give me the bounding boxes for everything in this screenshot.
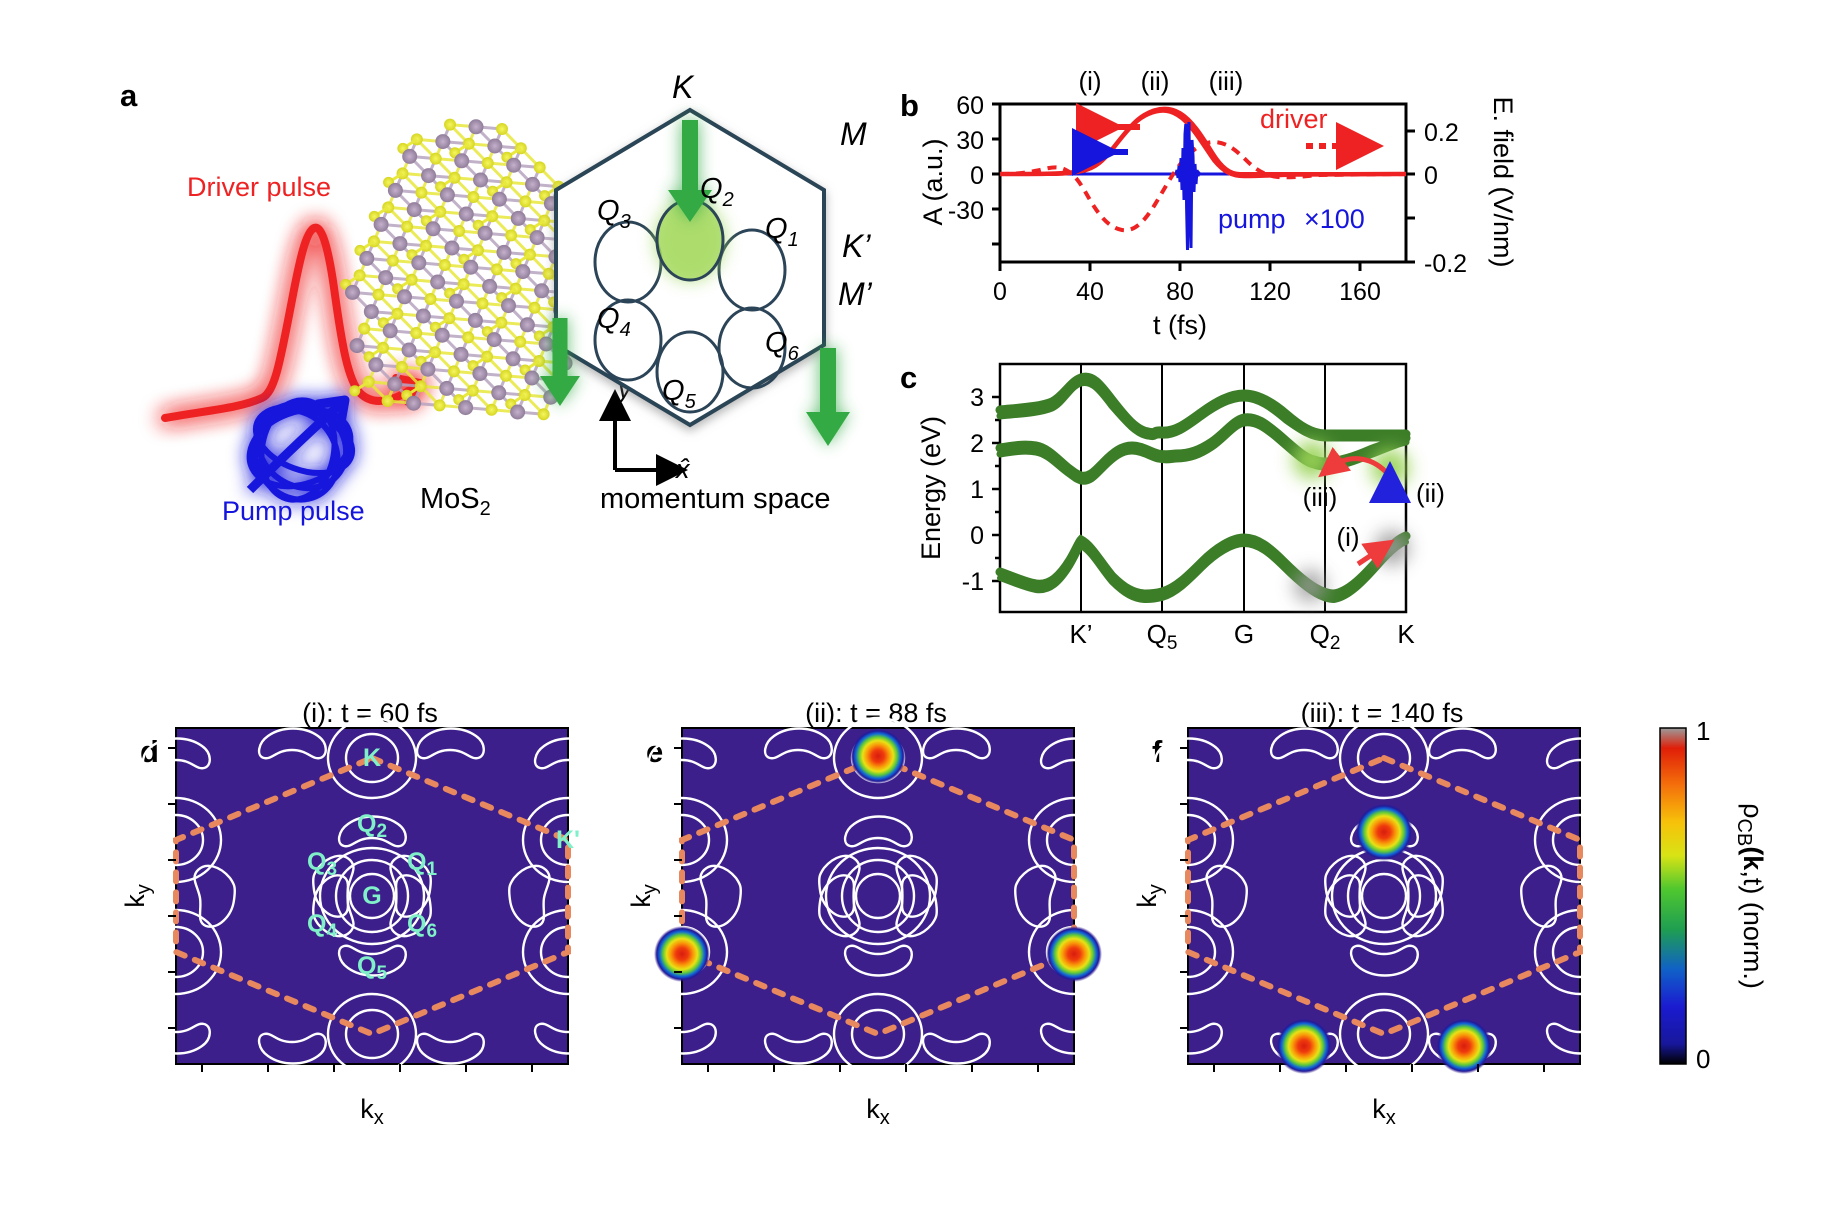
panel-b-ytick-m30: -30 xyxy=(948,197,984,225)
bz-label-K: K xyxy=(672,69,695,105)
panel-c-annot-ii: (ii) xyxy=(1416,478,1445,508)
colorbar-axis-label: ρCB(k,t) (norm.) xyxy=(1733,803,1768,989)
colorbar: 1 0 ρCB(k,t) (norm.) xyxy=(1652,716,1838,1148)
pump-pulse-label: Pump pulse xyxy=(222,496,365,526)
panel-b-ytick-30: 30 xyxy=(956,127,984,155)
panel-c-xtick-G: G xyxy=(1234,619,1254,649)
colorbar-min-label: 0 xyxy=(1696,1044,1710,1074)
panel-b-legend-pump: pump xyxy=(1218,204,1286,234)
panel-d-letter: d xyxy=(140,734,159,769)
panel-a: a xyxy=(0,0,900,600)
panel-a-letter: a xyxy=(120,78,138,113)
driver-pulse-label: Driver pulse xyxy=(187,172,331,202)
bz-label-Kp: K’ xyxy=(842,228,871,264)
panel-c-xtick-Kp: K’ xyxy=(1069,619,1092,649)
panel-c-letter: c xyxy=(900,360,918,395)
panel-e-title: (ii): t = 88 fs xyxy=(805,698,947,728)
panel-c-xtick-Q5: Q5 xyxy=(1147,619,1178,654)
blob-q2-gray xyxy=(1294,570,1326,602)
panel-e-map: ky kx xyxy=(626,716,1121,1129)
bz-label-M: M xyxy=(840,116,867,152)
bottom-panels: d (i): t = 60 fs xyxy=(0,698,1838,1210)
panel-b: b 60 30 0 -30 0.2 0 -0.2 xyxy=(900,60,1838,340)
panel-b-ylabel-left: A (a.u.) xyxy=(918,138,948,225)
colorbar-gradient xyxy=(1659,727,1687,1065)
panel-b-xtick-80: 80 xyxy=(1166,278,1194,306)
panel-b-pump-burst xyxy=(1174,121,1206,251)
panel-f-xlabel: kx xyxy=(1372,1094,1396,1129)
panel-b-ytick-r-0: 0 xyxy=(1424,162,1438,190)
panel-c-plot: 3 2 1 0 -1 Energy (eV) K’ Q5 G Q2 K xyxy=(916,362,1445,654)
panel-b-stage-i: (i) xyxy=(1078,66,1101,96)
panel-b-xtick-0: 0 xyxy=(993,278,1007,306)
pump-pulse-spiral xyxy=(246,395,356,503)
panel-c-annot-iii: (iii) xyxy=(1303,482,1338,512)
colorbar-max-label: 1 xyxy=(1696,716,1710,746)
blob-q2-green xyxy=(1293,441,1331,479)
bz-label-Mp: M’ xyxy=(838,276,873,312)
valley-q1 xyxy=(717,228,787,312)
panel-c-ytick-m1: -1 xyxy=(962,568,984,596)
panel-d: d (i): t = 60 fs xyxy=(120,698,610,1210)
valley-q2-excited xyxy=(654,198,726,282)
panel-c-ytick-0: 0 xyxy=(970,522,984,550)
panel-d-label-K: K xyxy=(363,744,381,772)
panel-e-xlabel: kx xyxy=(866,1094,890,1129)
panel-e-ylabel: ky xyxy=(626,884,661,908)
panel-b-xtick-120: 120 xyxy=(1249,278,1291,306)
panel-e-letter: e xyxy=(646,734,664,769)
panel-c-xtick-K: K xyxy=(1397,619,1415,649)
panel-b-stage-ii: (ii) xyxy=(1141,66,1170,96)
green-arrows xyxy=(540,120,850,446)
panel-b-ytick-r-02: 0.2 xyxy=(1424,119,1459,147)
svg-text:x̂: x̂ xyxy=(674,454,691,484)
panel-b-ytick-r-m02: -0.2 xyxy=(1424,250,1467,278)
momentum-space-label: momentum space xyxy=(600,483,831,515)
panel-e: e (ii): t = 88 fs xyxy=(626,698,1121,1210)
panel-f-title: (iii): t = 140 fs xyxy=(1300,698,1464,728)
panel-c-bands xyxy=(995,372,1411,604)
panel-f: f (iii): t = 140 fs xyxy=(1132,698,1627,1210)
panel-b-xlabel: t (fs) xyxy=(1153,310,1207,340)
panel-b-plot: 60 30 0 -30 0.2 0 -0.2 0 40 80 120 160 (… xyxy=(918,66,1518,340)
panel-b-frame xyxy=(998,102,1408,264)
panel-d-map: K K' G Q2 Q3 Q1 Q4 Q6 Q5 ky kx xyxy=(120,728,610,1129)
axis-hat-indicator: ŷ x̂ xyxy=(599,374,691,486)
panel-f-map: ky kx xyxy=(1132,716,1627,1129)
valley-pockets xyxy=(593,220,787,414)
panel-b-legend-driver: driver xyxy=(1260,104,1328,134)
panel-b-driver-dashed xyxy=(999,139,1407,233)
material-label: MoS2 xyxy=(420,483,491,520)
panel-a-graphics: Driver pulse Pump pulse MoS2 momentum sp… xyxy=(161,69,873,526)
panel-c-ytick-1: 1 xyxy=(970,476,984,504)
panel-c-ylabel: Energy (eV) xyxy=(916,416,946,560)
panel-b-ylabel-right: E. field (V/nm) xyxy=(1488,96,1518,267)
panel-d-label-Kp: K' xyxy=(556,826,580,854)
panel-d-title: (i): t = 60 fs xyxy=(302,698,438,728)
panel-d-label-G: G xyxy=(362,882,381,910)
panel-c-symmetry-lines xyxy=(1080,364,1326,612)
panel-b-legend-pump-scale: ×100 xyxy=(1304,204,1365,234)
panel-c-ytick-3: 3 xyxy=(970,384,984,412)
panel-d-xlabel: kx xyxy=(360,1094,384,1129)
panel-d-ylabel: ky xyxy=(120,884,155,908)
panel-c-xtick-Q2: Q2 xyxy=(1310,619,1341,654)
panel-f-hotspots xyxy=(1276,803,1492,1074)
valley-q6 xyxy=(717,306,787,390)
panel-b-ytick-0: 0 xyxy=(970,162,984,190)
panel-c-arrow-i xyxy=(1356,539,1395,569)
panel-c-annot-i: (i) xyxy=(1336,522,1359,552)
panel-b-xtick-40: 40 xyxy=(1076,278,1104,306)
panel-c: c xyxy=(900,350,1838,654)
panel-c-ytick-2: 2 xyxy=(970,430,984,458)
blob-k-green xyxy=(1371,449,1409,487)
panel-e-hotspots xyxy=(654,728,1102,982)
valley-q4 xyxy=(593,298,663,382)
panel-b-ytick-60: 60 xyxy=(956,92,984,120)
panel-b-xtick-160: 160 xyxy=(1339,278,1381,306)
panel-b-letter: b xyxy=(900,88,919,123)
panel-f-ylabel: ky xyxy=(1132,884,1167,908)
panel-b-stage-iii: (iii) xyxy=(1209,66,1244,96)
valley-q5 xyxy=(655,330,725,414)
